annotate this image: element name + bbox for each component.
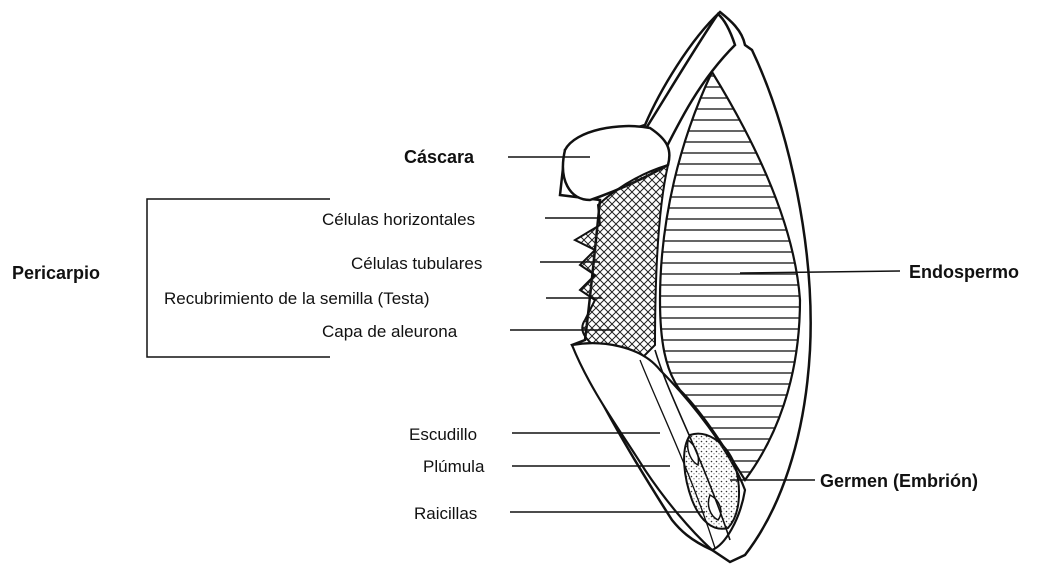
label-celulas-horizontales: Células horizontales xyxy=(322,210,475,229)
label-escudillo: Escudillo xyxy=(409,425,477,444)
label-celulas-tubulares: Células tubulares xyxy=(351,254,482,273)
label-recubrimiento: Recubrimiento de la semilla (Testa) xyxy=(164,289,430,308)
label-capa-aleurona: Capa de aleurona xyxy=(322,322,458,341)
label-pericarpio: Pericarpio xyxy=(12,263,100,283)
label-raicillas: Raicillas xyxy=(414,504,477,523)
pericarpio-bracket xyxy=(147,199,330,357)
label-germen: Germen (Embrión) xyxy=(820,471,978,491)
label-endospermo: Endospermo xyxy=(909,262,1019,282)
label-plumula: Plúmula xyxy=(423,457,485,476)
label-cascara: Cáscara xyxy=(404,147,475,167)
